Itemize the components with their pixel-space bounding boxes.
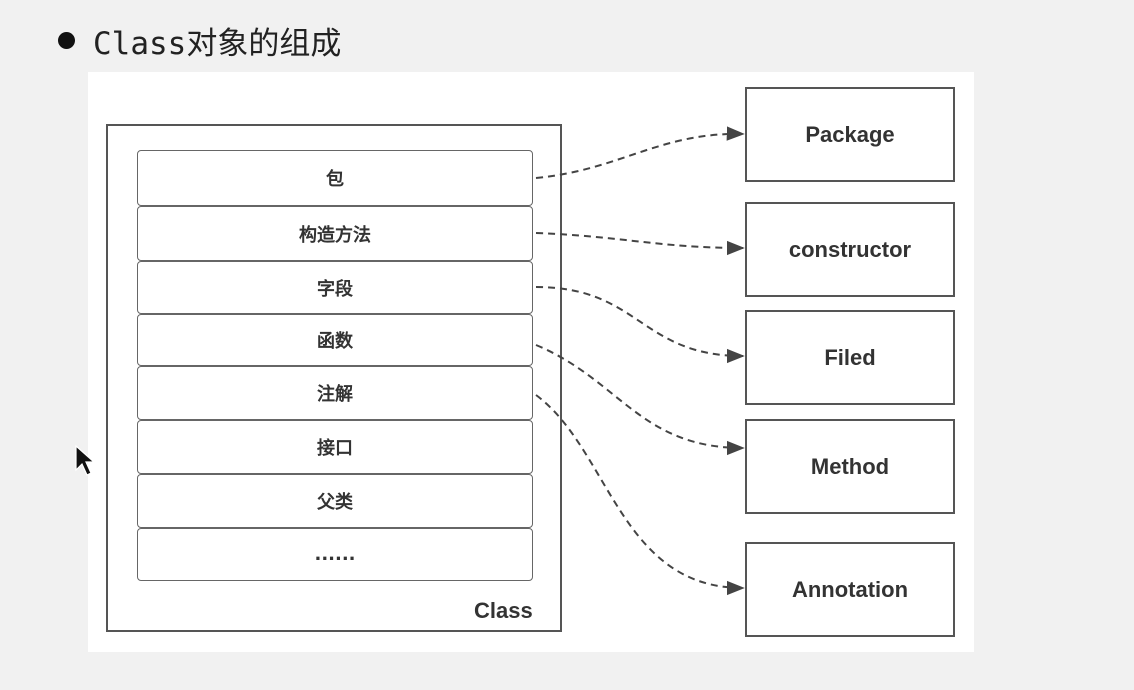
member-package: 包: [137, 150, 533, 206]
connector-annotation: [535, 394, 745, 596]
member-method: 函数: [137, 314, 533, 366]
slide-title-text: Class对象的组成: [93, 26, 342, 62]
slide-title: Class对象的组成: [58, 18, 341, 63]
target-package: Package: [745, 87, 955, 182]
target-annotation: Annotation: [745, 542, 955, 637]
member-annotation: 注解: [137, 366, 533, 420]
connector-field: [535, 286, 745, 364]
connector-package: [535, 126, 745, 179]
bullet-icon: [58, 32, 75, 49]
target-method: Method: [745, 419, 955, 514]
member-interface: 接口: [137, 420, 533, 474]
member-constructor: 构造方法: [137, 206, 533, 261]
target-constructor: constructor: [745, 202, 955, 297]
member-superclass: 父类: [137, 474, 533, 528]
class-label: Class: [474, 598, 533, 623]
member-more: ......: [137, 528, 533, 581]
connector-constructor: [535, 232, 745, 256]
mouse-pointer-icon: [75, 444, 96, 476]
member-field: 字段: [137, 261, 533, 314]
target-field: Filed: [745, 310, 955, 405]
connector-method: [535, 344, 745, 456]
